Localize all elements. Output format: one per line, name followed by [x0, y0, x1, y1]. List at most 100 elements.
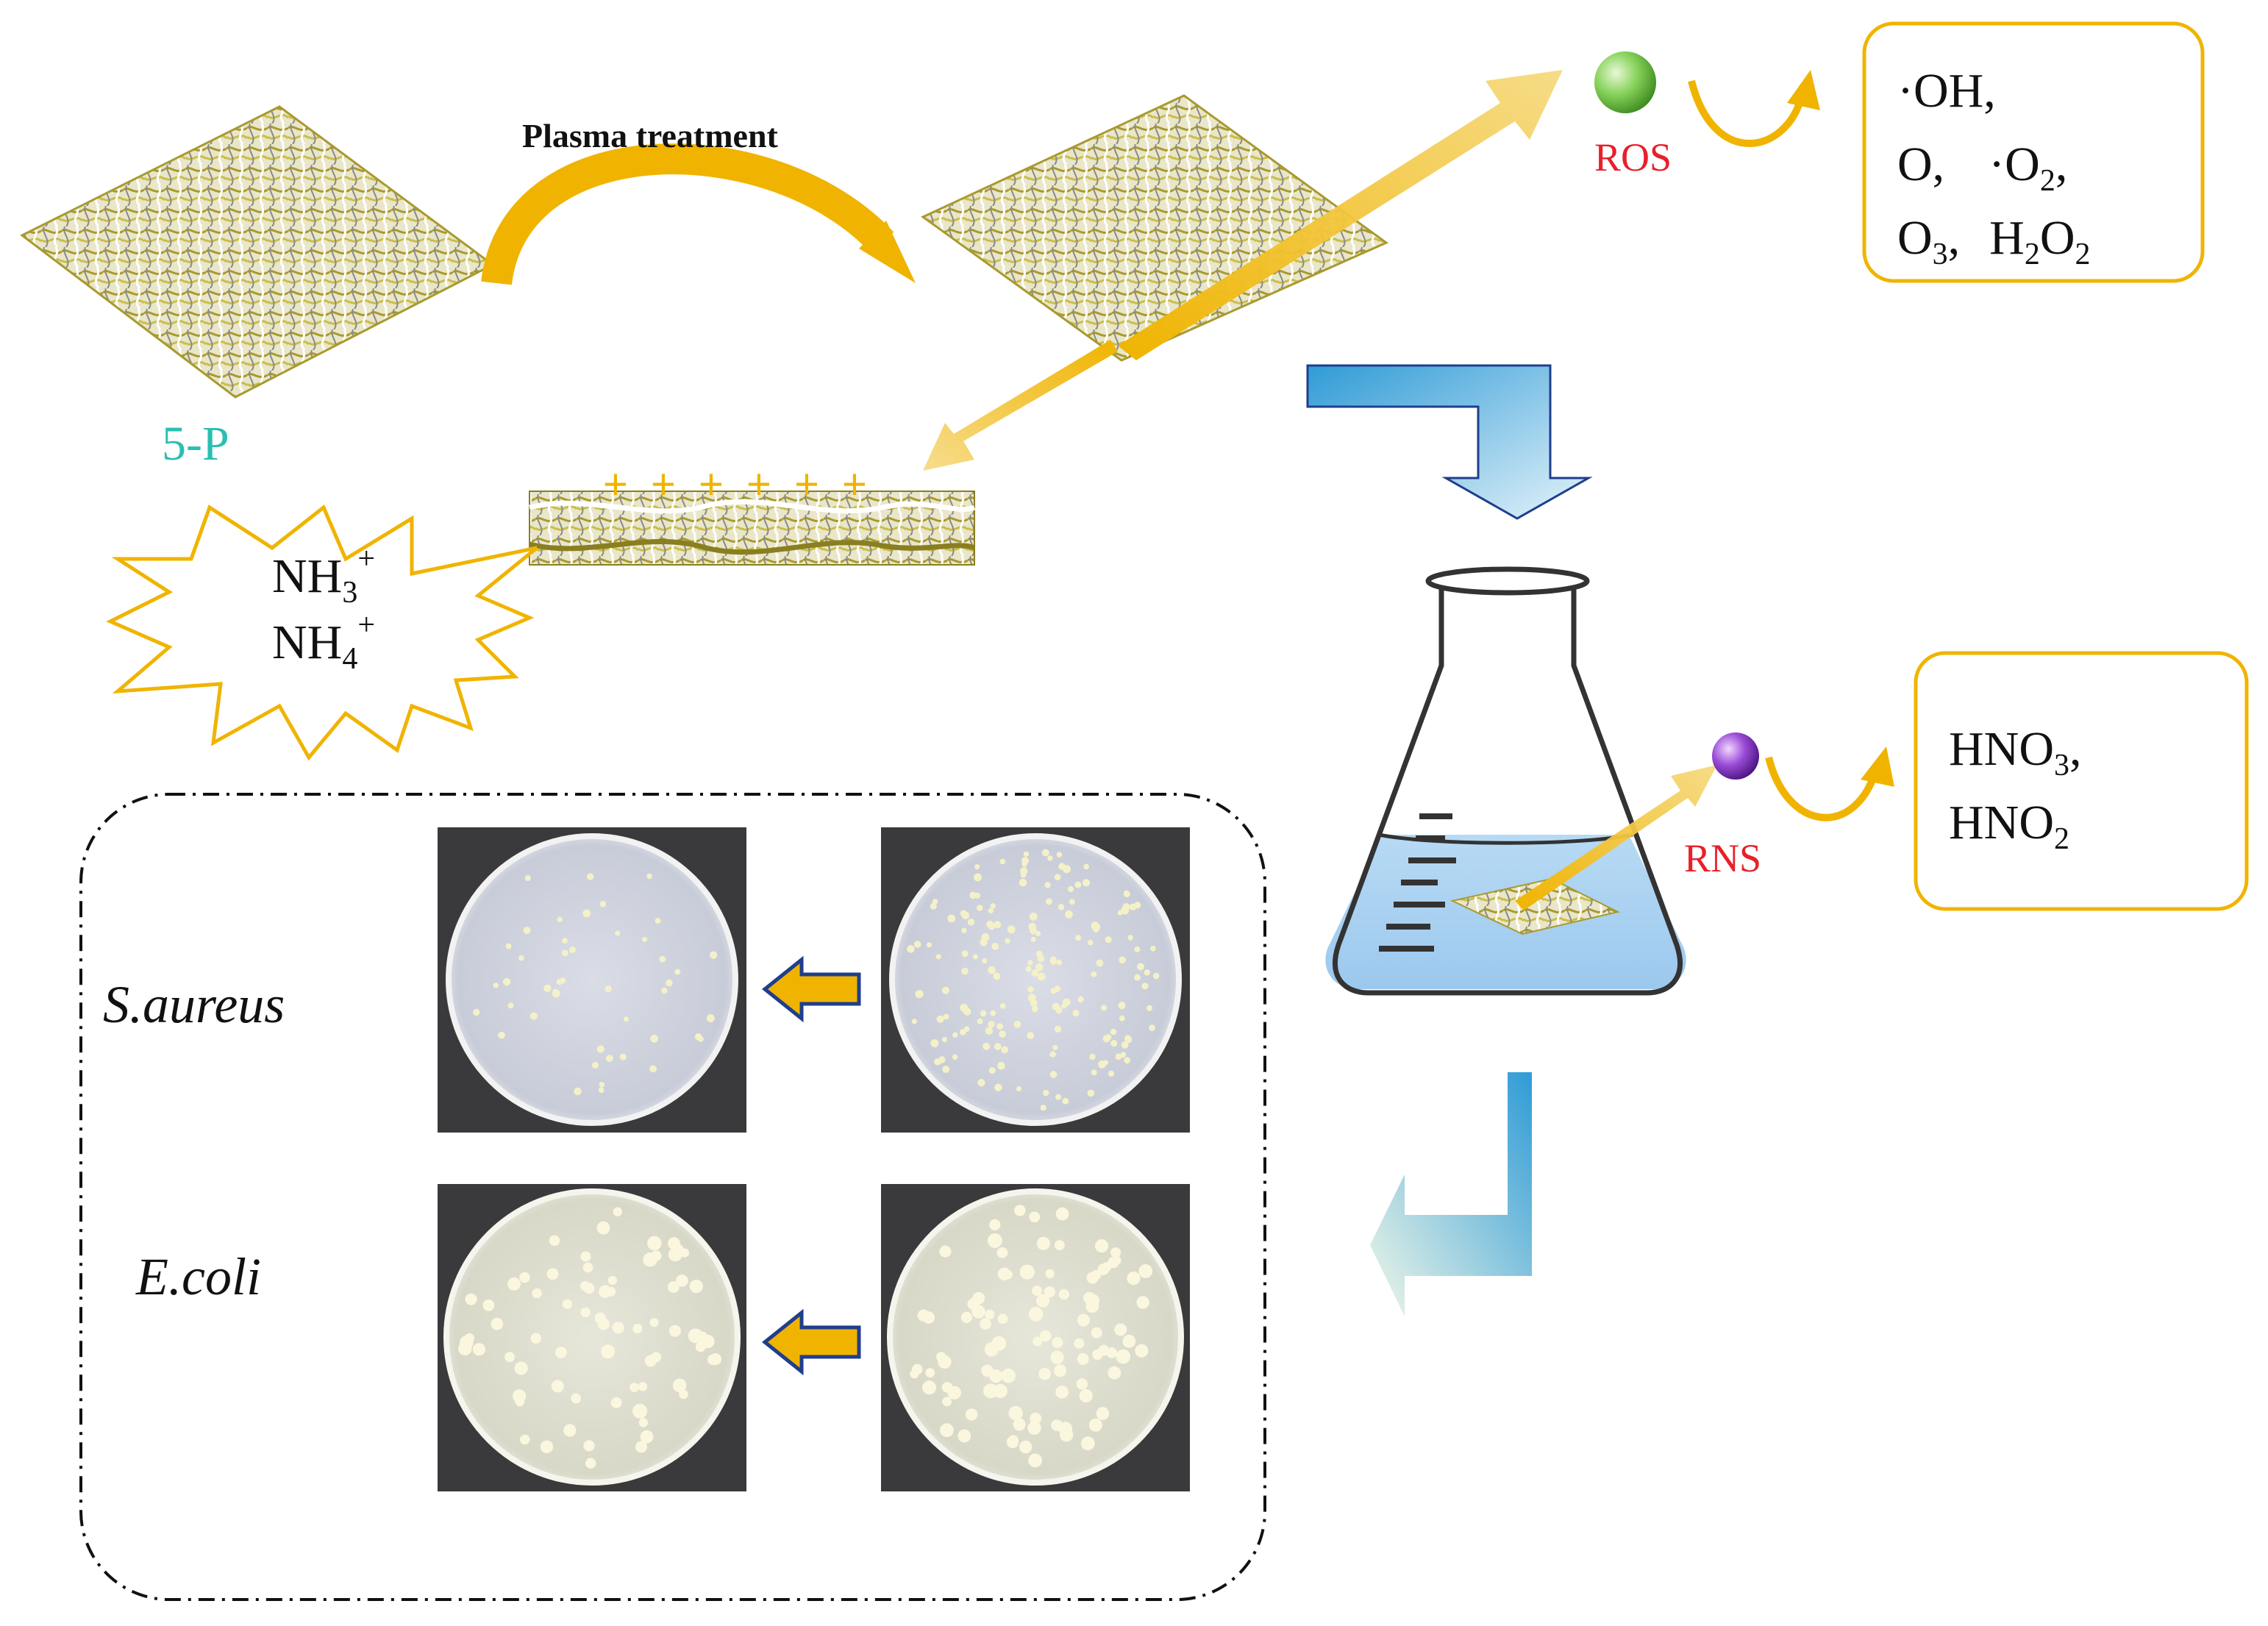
colony-dot: [646, 873, 652, 880]
colony-dot: [1013, 1418, 1026, 1431]
colony-dot: [650, 1034, 658, 1043]
ros-release-arrow: [1118, 70, 1563, 360]
colony-dot: [1043, 1089, 1049, 1097]
colony-dot: [543, 984, 552, 992]
colony-dot: [985, 1027, 994, 1035]
colony-dot: [1058, 904, 1065, 910]
colony-dot: [574, 1087, 582, 1096]
colony-dot: [1055, 1207, 1069, 1221]
colony-dot: [502, 977, 511, 986]
colony-dot: [1063, 865, 1071, 874]
colony-dot: [1021, 857, 1029, 865]
colony-dot: [596, 1221, 610, 1235]
colony-dot: [1055, 1386, 1069, 1399]
colony-dot: [1072, 1010, 1080, 1017]
colony-dot: [549, 1235, 560, 1247]
colony-dot: [1019, 867, 1028, 875]
colony-dot: [524, 875, 531, 881]
colony-dot: [563, 1424, 577, 1437]
colony-dot: [913, 941, 921, 948]
colony-dot: [596, 1045, 605, 1053]
colony-dot: [990, 1010, 996, 1016]
colony-dot: [1049, 958, 1058, 965]
colony-dot: [936, 1015, 944, 1023]
colony-dot: [1019, 1264, 1035, 1280]
colony-dot: [1138, 1264, 1153, 1278]
colony-dot: [941, 986, 950, 994]
colony-dot: [601, 1344, 616, 1359]
colony-dot: [1124, 1035, 1132, 1042]
colony-dot: [644, 1355, 657, 1367]
colony-dot: [1074, 881, 1082, 888]
colony-dot: [599, 901, 606, 908]
colony-dot: [960, 1029, 966, 1035]
colony-dot: [583, 1283, 595, 1294]
colony-dot: [1136, 1296, 1149, 1309]
colony-dot: [465, 1293, 477, 1305]
rns-species-line1: HNO3,: [1949, 722, 2082, 782]
colony-dot: [1149, 1024, 1155, 1032]
colony-dot: [997, 1061, 1005, 1070]
colony-dot: [974, 864, 980, 870]
colony-dot: [1114, 1323, 1127, 1336]
colony-dot: [982, 958, 988, 964]
colony-dot: [990, 903, 996, 909]
colony-dot: [952, 1054, 958, 1060]
colony-dot: [1103, 1060, 1108, 1066]
colony-dot: [491, 1318, 504, 1330]
colony-dot: [972, 1291, 985, 1305]
colony-dot: [679, 1389, 688, 1399]
colony-dot: [1019, 878, 1027, 887]
colony-dot: [1054, 874, 1061, 880]
colony-dot: [647, 1235, 662, 1251]
e-coli-comparison-arrow: [761, 1308, 861, 1376]
colony-dot: [1085, 1299, 1099, 1313]
colony-dot: [587, 873, 594, 880]
nh4-ion-label: NH4+: [272, 608, 375, 676]
colony-dot: [672, 1244, 684, 1255]
colony-dot: [1062, 1097, 1069, 1105]
colony-dot: [925, 1368, 935, 1377]
colony-dot: [1105, 936, 1112, 944]
colony-dot: [582, 1262, 593, 1273]
colony-dot: [710, 951, 718, 959]
colony-dot: [507, 1002, 514, 1009]
colony-dot: [1040, 1330, 1052, 1342]
colony-dot: [1135, 1344, 1149, 1358]
fabric-treated: [921, 94, 1388, 362]
colony-dot: [562, 938, 568, 944]
colony-dot: [1049, 1071, 1058, 1078]
colony-dot: [598, 1087, 605, 1094]
colony-dot: [1031, 969, 1039, 977]
colony-dot: [1112, 1255, 1121, 1266]
colony-dot: [530, 1333, 541, 1344]
colony-dot: [562, 949, 568, 957]
colony-dot: [996, 1247, 1008, 1258]
colony-dot: [580, 1251, 591, 1262]
colony-dot: [1044, 1286, 1055, 1298]
colony-dot: [980, 1010, 987, 1017]
colony-dot: [632, 1324, 643, 1334]
plasma-treatment-label: Plasma treatment: [522, 117, 779, 154]
colony-dot: [1102, 1035, 1110, 1043]
colony-dot: [1110, 1247, 1121, 1258]
nh3-ion-label: NH3+: [272, 542, 375, 610]
colony-dot: [672, 1378, 687, 1393]
colony-dot: [1061, 1003, 1067, 1009]
colony-dot: [591, 1061, 599, 1069]
charge-sign: +: [842, 460, 867, 508]
colony-dot: [999, 1030, 1006, 1038]
colony-dot: [1094, 1239, 1109, 1253]
colony-dot: [939, 1245, 952, 1258]
colony-dot: [991, 1336, 1007, 1351]
flow-arrow-to-results: [1370, 1072, 1532, 1316]
colony-dot: [971, 1305, 985, 1319]
colony-dot: [635, 1441, 647, 1453]
colony-dot: [1091, 971, 1097, 977]
colony-dot: [1056, 1008, 1063, 1014]
colony-dot: [546, 1268, 559, 1280]
colony-dot: [1016, 1085, 1021, 1092]
colony-dot: [974, 873, 982, 882]
colony-dot: [940, 1423, 954, 1438]
